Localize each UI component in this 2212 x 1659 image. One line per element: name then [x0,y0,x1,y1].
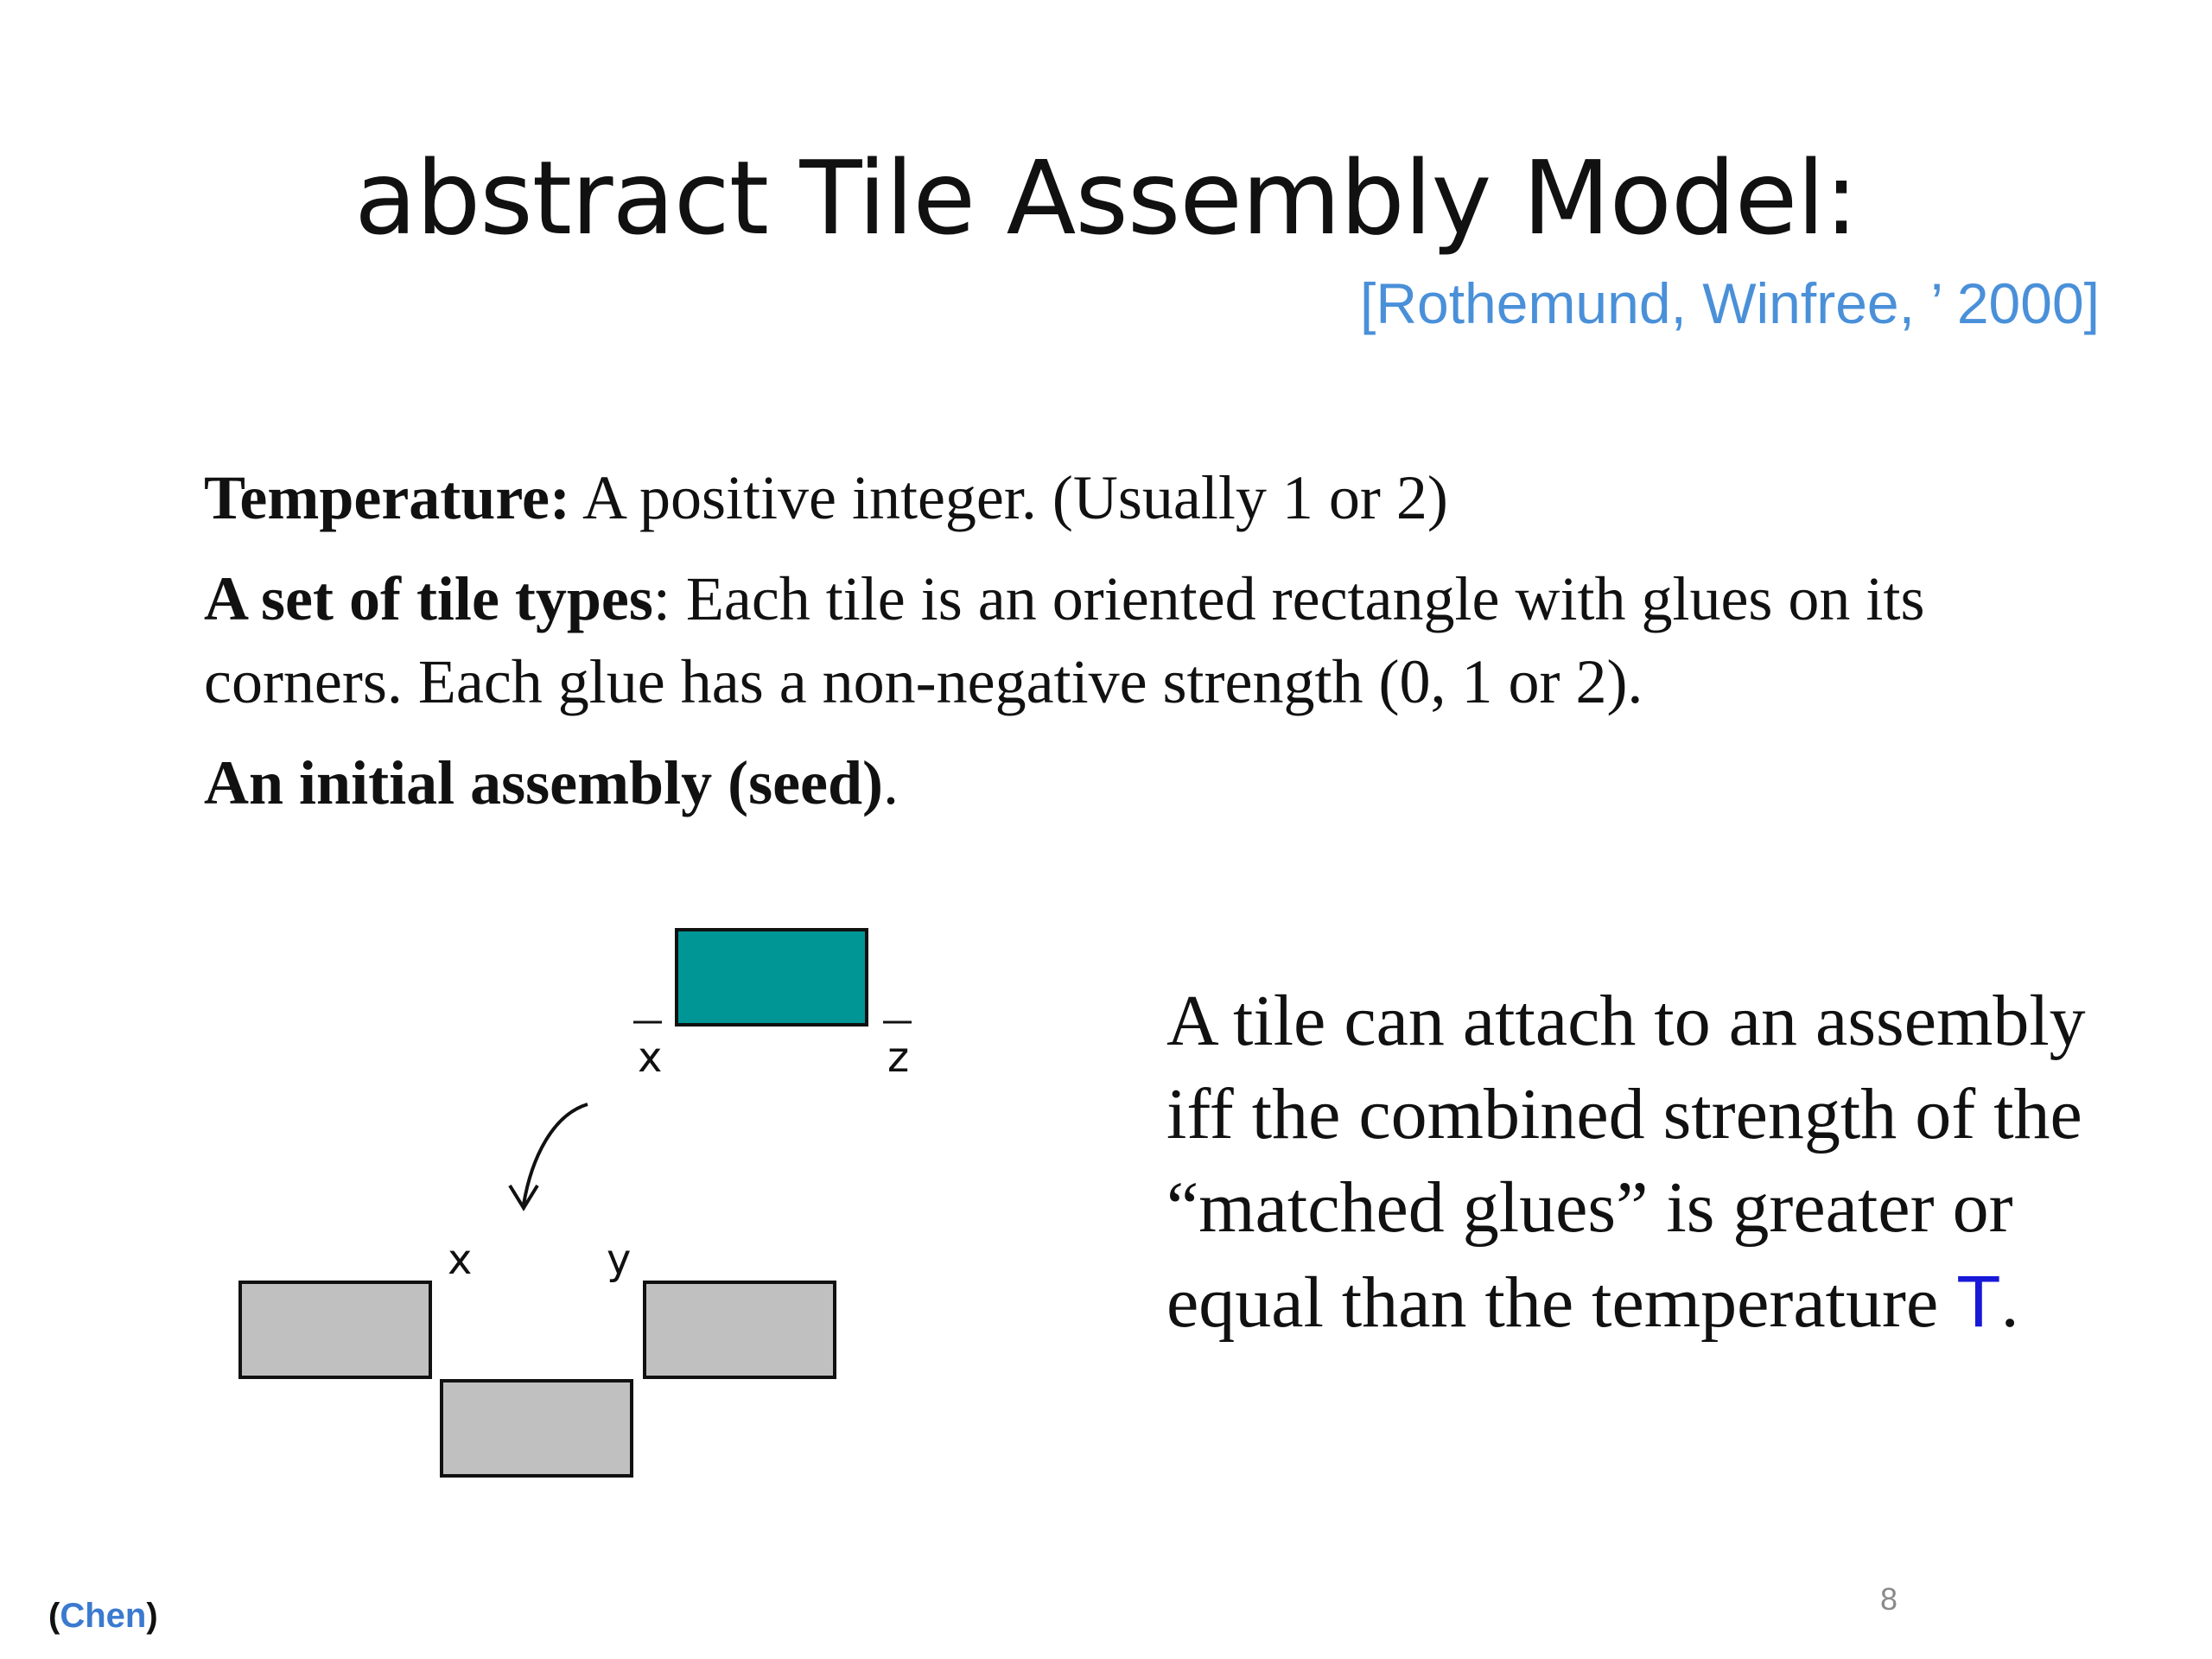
definition-tile-types-text: : Each tile is an oriented rectangle wit… [204,564,1925,716]
definition-tile-types-term: A set of tile types [204,564,653,633]
author-close-paren: ) [146,1597,158,1635]
citation: [Rothemund, Winfree, ’ 2000] [1359,271,2100,335]
definition-seed-text: . [883,748,899,817]
attach-arrow-head-icon [508,1184,539,1211]
definition-seed: An initial assembly (seed). [204,741,2122,824]
assembly-glue-right-label: y [607,1236,631,1284]
assembly-glue-left-label: x [448,1236,472,1284]
page-number: 8 [1880,1581,1898,1617]
definition-temperature: Temperature: A positive integer. (Usuall… [204,456,2122,539]
definition-temperature-term: Temperature: [204,463,570,532]
new-tile [675,928,868,1027]
definition-seed-term: An initial assembly (seed) [204,748,884,817]
assembly-tile-left [238,1281,432,1379]
definition-tile-types: A set of tile types: Each tile is an ori… [204,557,2122,723]
new-tile-glue-right-label: z [887,1033,909,1082]
slide-title: abstract Tile Assembly Model: [354,138,1859,257]
temperature-symbol: T [1956,1261,2001,1342]
attachment-rule: A tile can attach to an assembly iff the… [1166,975,2160,1350]
definition-temperature-text: A positive integer. (Usually 1 or 2) [569,463,1448,532]
attachment-rule-text: A tile can attach to an assembly iff the… [1166,981,2086,1343]
attachment-rule-end: . [2000,1262,2019,1343]
author-open-paren: ( [48,1597,60,1635]
new-tile-glue-left-label: x [638,1033,662,1082]
assembly-tile-bottom [440,1379,633,1478]
attach-arrow [522,1103,588,1205]
assembly-tile-right [643,1281,836,1379]
author-credit: (Chen) [48,1597,158,1636]
author-name: Chen [60,1597,147,1635]
